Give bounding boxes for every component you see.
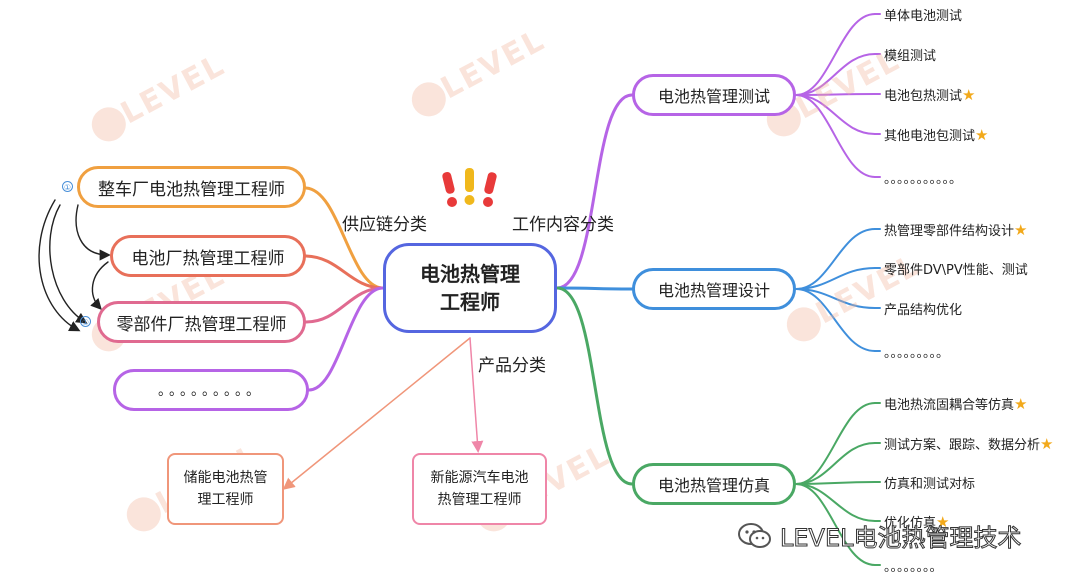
leaf-item[interactable]: 测试方案、跟踪、数据分析★ — [884, 434, 1053, 453]
connector-storage — [282, 337, 471, 490]
left-node-oem[interactable]: 整车厂电池热管理工程师 — [77, 166, 306, 208]
connector-leaf — [795, 288, 876, 352]
leaf-item[interactable]: 电池热流固耦合等仿真★ — [884, 394, 1027, 413]
leaf-item[interactable]: 热管理零部件结构设计★ — [884, 220, 1027, 239]
star-icon: ★ — [1014, 221, 1028, 239]
connector-nev — [469, 337, 484, 453]
leaf-item[interactable]: 零部件DV\PV性能、测试 — [884, 259, 1028, 278]
connector-leaf — [795, 94, 876, 135]
center-line1: 电池热管理 — [420, 262, 520, 286]
category-design-node[interactable]: 电池热管理设计 — [632, 268, 796, 310]
relation-arrow — [38, 199, 81, 332]
leaf-item[interactable]: 。。。。。。。。 — [884, 556, 943, 575]
connector-leaf — [795, 94, 876, 178]
leaf-item[interactable]: 电池包热测试★ — [884, 85, 975, 104]
star-icon: ★ — [936, 513, 950, 531]
wechat-icon — [738, 522, 771, 548]
leaf-item[interactable]: 。。。。。。。。。。。 — [884, 168, 962, 187]
leaf-label: 仿真和测试对标 — [884, 477, 976, 492]
leaf-label: 单体电池测试 — [884, 9, 963, 24]
leaf-label: 测试方案、跟踪、数据分析 — [884, 438, 1041, 453]
connector-leaf — [795, 228, 876, 290]
connector-category — [555, 93, 634, 290]
left-node-battery-maker[interactable]: 电池厂热管理工程师 — [110, 235, 306, 277]
category-test-node[interactable]: 电池热管理测试 — [632, 74, 796, 116]
relation-arrow — [90, 261, 109, 311]
connector-leaf — [795, 288, 876, 309]
leaf-label: 热管理零部件结构设计 — [884, 224, 1015, 239]
storage-battery-node[interactable]: 储能电池热管理工程师 — [167, 453, 284, 525]
connector-leaf — [795, 53, 876, 96]
connector-battery-maker — [304, 254, 385, 290]
leaf-item[interactable]: 。。。。。。。。。 — [884, 342, 949, 361]
star-icon: ★ — [975, 126, 989, 144]
leaf-label: 。。。。。。。。。 — [884, 346, 950, 361]
center-line2: 工程师 — [440, 290, 500, 314]
leaf-item[interactable]: 其他电池包测试★ — [884, 125, 988, 144]
connector-leaf — [795, 13, 876, 96]
leaf-item[interactable]: 单体电池测试 — [884, 5, 962, 24]
supply-chain-label: 供应链分类 — [342, 215, 427, 235]
leaf-label: 零部件DV\PV性能、测试 — [884, 263, 1028, 278]
leaf-label: 电池包热测试 — [884, 89, 963, 104]
work-content-label: 工作内容分类 — [512, 215, 614, 235]
leaf-label: 产品结构优化 — [884, 303, 963, 318]
connector-category — [555, 286, 634, 291]
center-node[interactable]: 电池热管理 工程师 — [383, 243, 557, 333]
nev-battery-node[interactable]: 新能源汽车电池热管理工程师 — [412, 453, 547, 525]
footer-brand: LEVEL电池热管理技术 — [738, 518, 1022, 553]
info-marker-icon[interactable]: ① — [80, 316, 91, 327]
leaf-label: 。。。。。。。。 — [884, 560, 943, 575]
leaf-item[interactable]: 优化仿真★ — [884, 512, 949, 531]
relation-arrow — [49, 204, 88, 324]
leaf-label: 。。。。。。。。。。。 — [884, 172, 963, 187]
left-node-component-maker[interactable]: 零部件厂热管理工程师 — [97, 301, 306, 343]
star-icon: ★ — [1014, 395, 1028, 413]
leaf-label: 优化仿真 — [884, 516, 937, 531]
product-label: 产品分类 — [478, 356, 546, 376]
connector-more — [307, 286, 385, 392]
leaf-label: 电池热流固耦合等仿真 — [884, 398, 1015, 413]
leaf-item[interactable]: 模组测试 — [884, 45, 936, 64]
star-icon: ★ — [962, 86, 976, 104]
exclamation-icon — [442, 168, 497, 207]
connector-leaf — [795, 442, 876, 485]
connector-leaf — [795, 93, 876, 96]
leaf-item[interactable]: 仿真和测试对标 — [884, 473, 975, 492]
leaf-label: 其他电池包测试 — [884, 129, 976, 144]
category-simulation-node[interactable]: 电池热管理仿真 — [632, 463, 796, 505]
connector-leaf — [795, 402, 876, 485]
left-node-more[interactable]: 。。。。。。。。。 — [113, 369, 309, 411]
star-icon: ★ — [1040, 435, 1054, 453]
connector-leaf — [795, 483, 876, 522]
connector-component-maker — [304, 286, 385, 324]
leaf-item[interactable]: 产品结构优化 — [884, 299, 962, 318]
info-marker-icon[interactable]: ① — [62, 181, 73, 192]
connector-leaf — [795, 267, 876, 290]
connector-leaf — [795, 483, 876, 566]
connector-oem — [304, 186, 385, 290]
leaf-label: 模组测试 — [884, 49, 937, 64]
relation-arrow — [75, 204, 111, 261]
connector-category — [555, 286, 634, 486]
